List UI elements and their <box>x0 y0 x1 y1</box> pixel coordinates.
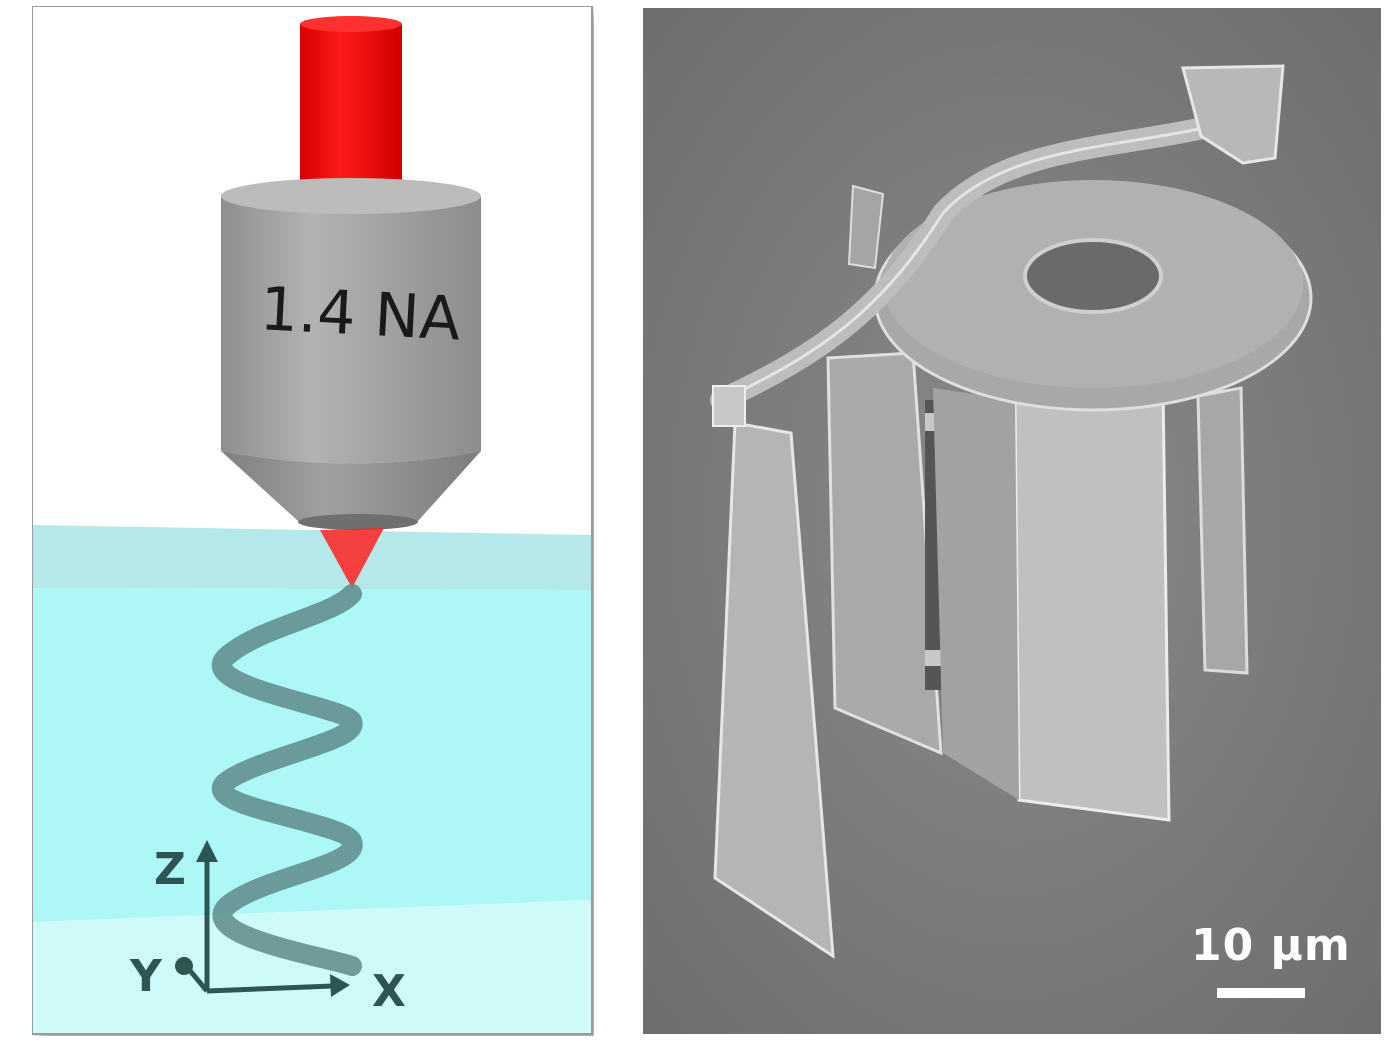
objective-body <box>221 196 481 464</box>
x-axis-line <box>206 983 333 994</box>
y-axis-label: Y <box>129 951 163 1002</box>
objective-top <box>221 178 481 214</box>
ring-hole <box>1023 238 1163 314</box>
objective-cone <box>221 451 481 527</box>
schematic-drawing: 1.4 NA Z Y X <box>32 6 593 1035</box>
rear-pillar <box>1196 386 1249 675</box>
sem-image-panel: 10 μm <box>643 8 1381 1034</box>
scale-bar <box>1217 988 1305 998</box>
resin-bottom-layer <box>33 900 591 1033</box>
y-axis-dot <box>175 957 193 975</box>
objective-tip <box>298 514 418 530</box>
front-pillar <box>1013 386 1171 822</box>
resin-top-layer <box>33 525 591 590</box>
x-axis-arrow <box>330 974 350 997</box>
scale-bar-label: 10 μm <box>1191 920 1351 971</box>
sem-micrograph <box>643 8 1381 1034</box>
axes-indicator <box>175 840 350 997</box>
laser-beam-top <box>300 16 402 32</box>
arm-anchor <box>712 385 746 427</box>
front-pillar-side <box>933 388 1019 800</box>
focus-cone <box>320 528 384 588</box>
paddle <box>1181 64 1285 165</box>
helix-structure <box>212 584 363 976</box>
z-axis-label: Z <box>154 844 186 895</box>
middle-left-wall <box>826 351 943 756</box>
left-tab <box>847 184 885 270</box>
curved-arm-edge <box>720 126 1204 402</box>
schematic-panel: 1.4 NA Z Y X <box>32 6 594 1036</box>
left-wedge <box>713 421 835 959</box>
laser-beam <box>300 24 402 184</box>
z-axis-arrow <box>196 840 218 862</box>
x-axis-label: X <box>372 966 406 1017</box>
objective-label: 1.4 NA <box>258 274 462 354</box>
